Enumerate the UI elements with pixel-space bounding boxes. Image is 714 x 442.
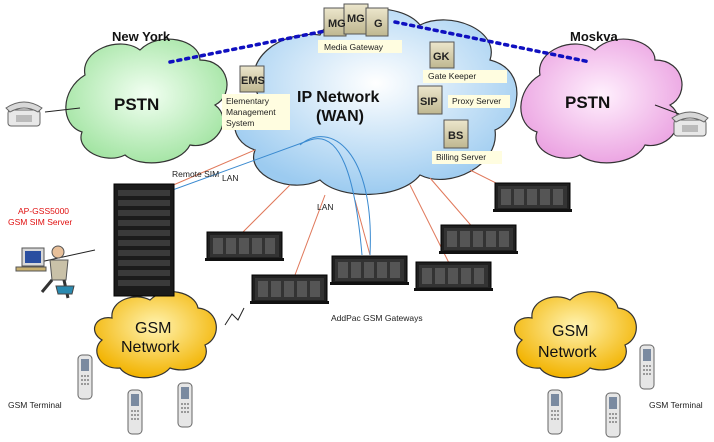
billing-server-group: BS Billing Server xyxy=(432,119,502,164)
gsm-link-squiggle xyxy=(224,307,245,326)
lan-line xyxy=(234,184,291,241)
gate-keeper-label: Gate Keeper xyxy=(428,71,476,81)
ip-network-title: IP Network xyxy=(297,89,380,106)
gsm-terminal-label-right: GSM Terminal xyxy=(649,400,703,410)
pstn-right-label: PSTN xyxy=(565,93,610,112)
gate-keeper-group: GK Gate Keeper xyxy=(423,41,507,83)
rack-gateway-icon xyxy=(439,224,518,254)
gsm-right-label: GSM xyxy=(552,323,588,340)
ip-network-title: (WAN) xyxy=(316,108,364,125)
telephone-icon xyxy=(671,111,709,137)
rack-gateway-icon xyxy=(414,261,493,291)
sip-group: SIP Proxy Server xyxy=(417,85,510,115)
lan-line-blue xyxy=(144,138,363,256)
server-icon xyxy=(365,7,389,37)
ems-group: EMS Elementary Management System xyxy=(222,65,290,130)
server-icon xyxy=(239,65,265,93)
lan-line-blue xyxy=(299,136,371,256)
server-icon xyxy=(443,119,469,149)
ems-caption-line: System xyxy=(226,118,254,128)
dotted-links xyxy=(168,20,592,64)
lan-line xyxy=(429,177,476,231)
telephone-icon xyxy=(5,101,43,127)
mobile-phone-icon xyxy=(605,392,621,438)
gk-box-label: GK xyxy=(433,51,450,63)
mg-box-label: MG xyxy=(347,13,365,25)
sim-server-line xyxy=(39,249,96,263)
server-icon xyxy=(343,3,369,35)
gsm-left-label: Network xyxy=(121,339,181,356)
media-gateway-label: Media Gateway xyxy=(324,42,384,52)
phone-lines xyxy=(39,104,691,326)
city-label-new-york: New York xyxy=(112,29,171,44)
pstn-left-label: PSTN xyxy=(114,95,159,114)
gsm-network-right-cloud xyxy=(513,291,637,379)
dotted-link-left xyxy=(168,28,332,64)
lan-label: LAN xyxy=(317,202,334,212)
proxy-server-label: Proxy Server xyxy=(452,96,501,106)
gsm-left-label: GSM xyxy=(135,320,171,337)
mobile-phone-icon xyxy=(77,354,93,400)
rack-gateway-icon xyxy=(250,274,329,304)
rack-gateway-icon xyxy=(205,231,284,261)
ems-caption-line: Management xyxy=(226,107,276,117)
gsm-gateways xyxy=(205,182,572,304)
dotted-link-right xyxy=(393,20,592,64)
sim-server-rack-icon xyxy=(113,183,175,297)
lan-line xyxy=(354,199,371,256)
gsm-terminal-label-left: GSM Terminal xyxy=(8,400,62,410)
operator-icon xyxy=(15,245,75,299)
phone-line-left xyxy=(44,107,81,113)
mobile-phone-icon xyxy=(127,389,143,435)
server-icon xyxy=(429,41,455,69)
sim-server-model-label: AP-GSS5000 xyxy=(18,206,69,216)
media-gateway-group: MG MG G Media Gateway xyxy=(318,3,402,53)
gsm-terminals xyxy=(77,344,655,438)
lan-label: LAN xyxy=(222,173,239,183)
mg-box-label: G xyxy=(374,18,383,30)
gsm-gateways-label: AddPac GSM Gateways xyxy=(331,313,423,323)
bs-box-label: BS xyxy=(448,130,463,142)
remote-sim-label: Remote SIM xyxy=(172,169,219,179)
city-label-moskva: Moskva xyxy=(570,29,618,44)
mobile-phone-icon xyxy=(639,344,655,390)
rack-gateway-icon xyxy=(493,182,572,212)
lan-lines-blue xyxy=(144,136,371,256)
mobile-phone-icon xyxy=(547,389,563,435)
server-icon xyxy=(417,85,443,115)
lan-line xyxy=(294,194,326,276)
mobile-phone-icon xyxy=(177,382,193,428)
mg-box-label: MG xyxy=(328,18,346,30)
pstn-left-cloud xyxy=(65,38,228,164)
gsm-right-label: Network xyxy=(538,344,598,361)
rack-gateway-icon xyxy=(330,255,409,285)
sim-server-name-label: GSM SIM Server xyxy=(8,217,72,227)
ems-caption-line: Elementary xyxy=(226,96,270,106)
ems-box-label: EMS xyxy=(241,75,265,87)
sip-box-label: SIP xyxy=(420,96,438,108)
billing-server-label: Billing Server xyxy=(436,152,486,162)
